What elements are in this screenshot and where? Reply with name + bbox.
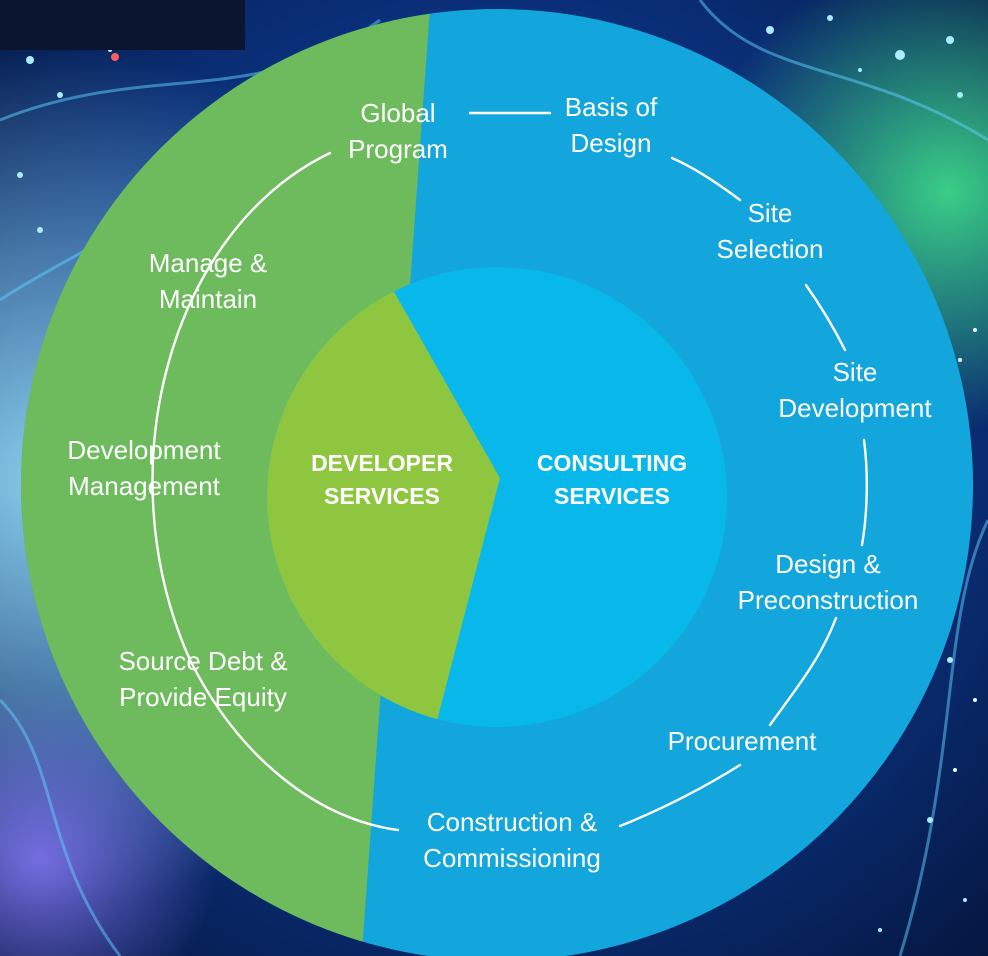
- cycle-label-global-program: Global Program: [348, 95, 448, 167]
- cycle-label-basis-of-design: Basis of Design: [565, 89, 658, 161]
- site-development-line-2: Development: [778, 393, 932, 423]
- design-preconstruction-line-2: Preconstruction: [737, 585, 919, 615]
- cycle-label-design-preconstruction: Design & Preconstruction: [738, 546, 919, 618]
- cycle-label-construction-commissioning: Construction & Commissioning: [423, 804, 601, 876]
- development-management-line-1: Development: [67, 435, 221, 465]
- basis-of-design-line-2: Design: [570, 128, 652, 158]
- construction-commissioning-line-2: Commissioning: [423, 843, 601, 873]
- cycle-line-left: [151, 151, 400, 832]
- manage-maintain-line-1: Manage &: [148, 248, 268, 278]
- corner-dark-box: [0, 0, 245, 50]
- construction-commissioning-line-1: Construction &: [426, 807, 598, 837]
- developer-services-line-2: SERVICES: [324, 483, 440, 509]
- consulting-services-line-1: CONSULTING: [536, 450, 688, 476]
- consulting-services-label: CONSULTING SERVICES: [537, 447, 687, 513]
- cycle-ring: [151, 111, 868, 832]
- basis-of-design-line-1: Basis of: [564, 92, 658, 122]
- cycle-label-source-debt: Source Debt & Provide Equity: [118, 643, 287, 715]
- site-development-line-1: Site: [832, 357, 878, 387]
- cycle-line-basis-to-site: [670, 156, 742, 202]
- developer-services-label: DEVELOPER SERVICES: [311, 447, 453, 513]
- source-debt-line-1: Source Debt &: [118, 646, 288, 676]
- consulting-services-line-2: SERVICES: [554, 483, 670, 509]
- design-preconstruction-line-1: Design &: [775, 549, 881, 579]
- source-debt-line-2: Provide Equity: [119, 682, 287, 712]
- cycle-label-site-selection: Site Selection: [717, 195, 824, 267]
- cycle-line-design-to-procurement: [768, 616, 838, 727]
- cycle-label-procurement: Procurement: [668, 723, 817, 759]
- cycle-label-site-development: Site Development: [778, 354, 931, 426]
- site-selection-line-2: Selection: [716, 234, 824, 264]
- manage-maintain-line-2: Maintain: [158, 284, 258, 314]
- procurement-line-1: Procurement: [667, 726, 817, 756]
- cycle-line-development-to-design: [860, 438, 868, 547]
- cycle-label-development-management: Development Management: [67, 432, 220, 504]
- background-red-sparkle: [111, 53, 119, 61]
- global-program-line-2: Program: [348, 134, 448, 164]
- cycle-line-selection-to-development: [804, 283, 847, 352]
- cycle-label-manage-maintain: Manage & Maintain: [149, 245, 268, 317]
- cycle-line-procurement-to-construction: [618, 763, 742, 828]
- global-program-line-1: Global: [360, 98, 436, 128]
- site-selection-line-1: Site: [747, 198, 793, 228]
- developer-services-line-1: DEVELOPER: [311, 450, 453, 476]
- development-management-line-2: Management: [68, 471, 220, 501]
